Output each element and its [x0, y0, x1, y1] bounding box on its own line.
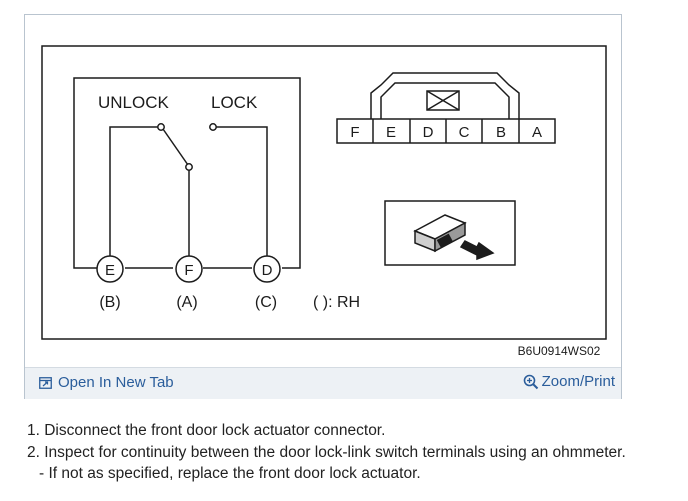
pin-label: E: [386, 124, 396, 141]
rh-note: ( ): RH: [313, 294, 360, 311]
terminal-d-letter: D: [262, 262, 273, 279]
terminal-e-letter: E: [105, 262, 115, 279]
open-in-new-tab-link[interactable]: Open In New Tab: [39, 374, 174, 391]
unlock-label: UNLOCK: [98, 93, 170, 112]
switch-arm: [162, 128, 189, 166]
figure-frame: UNLOCK LOCK E F D (B) (A) (C) ( ): RH: [24, 14, 622, 399]
lock-wire: [216, 126, 268, 256]
terminal-d: D: [253, 255, 281, 283]
terminal-d-rh: (C): [255, 294, 277, 311]
pin-label: A: [532, 124, 542, 141]
figure-code: B6U0914WS02: [518, 344, 601, 358]
zoom-print-link[interactable]: Zoom/Print: [523, 373, 615, 390]
switch-pivot: [185, 163, 193, 171]
step-item: 1. Disconnect the front door lock actuat…: [27, 422, 386, 439]
pin-label: D: [423, 124, 434, 141]
unlock-wire: [109, 126, 158, 256]
procedure-steps: 1. Disconnect the front door lock actuat…: [27, 420, 626, 485]
wiring-diagram: UNLOCK LOCK E F D (B) (A) (C) ( ): RH: [41, 45, 607, 358]
connector-face: [336, 72, 556, 144]
step-item: 2. Inspect for continuity between the do…: [27, 443, 626, 461]
pin-label: C: [459, 124, 470, 141]
pin-label: F: [350, 124, 359, 141]
zoom-print-label: Zoom/Print: [541, 373, 615, 390]
open-in-new-tab-label: Open In New Tab: [58, 374, 174, 391]
switch-circuit: [73, 77, 301, 269]
terminal-f: F: [175, 255, 203, 283]
step-subitem: - If not as specified, replace the front…: [39, 465, 421, 482]
lock-label: LOCK: [211, 93, 258, 112]
unlock-contact: [157, 123, 165, 131]
terminal-e-rh: (B): [99, 294, 120, 311]
view-arrow-icon: [459, 240, 495, 261]
circuit-box-wire: [73, 77, 301, 269]
terminal-f-rh: (A): [176, 294, 197, 311]
figure-toolbar: Open In New Tab Zoom/Print: [25, 367, 621, 399]
lock-contact: [209, 123, 217, 131]
pin-label: B: [496, 124, 506, 141]
terminal-e: E: [96, 255, 124, 283]
new-tab-icon: [39, 376, 52, 389]
diagram-border: [41, 45, 607, 340]
connector-view-inset: [384, 200, 516, 266]
terminal-f-letter: F: [184, 262, 193, 279]
zoom-icon: [523, 374, 538, 389]
